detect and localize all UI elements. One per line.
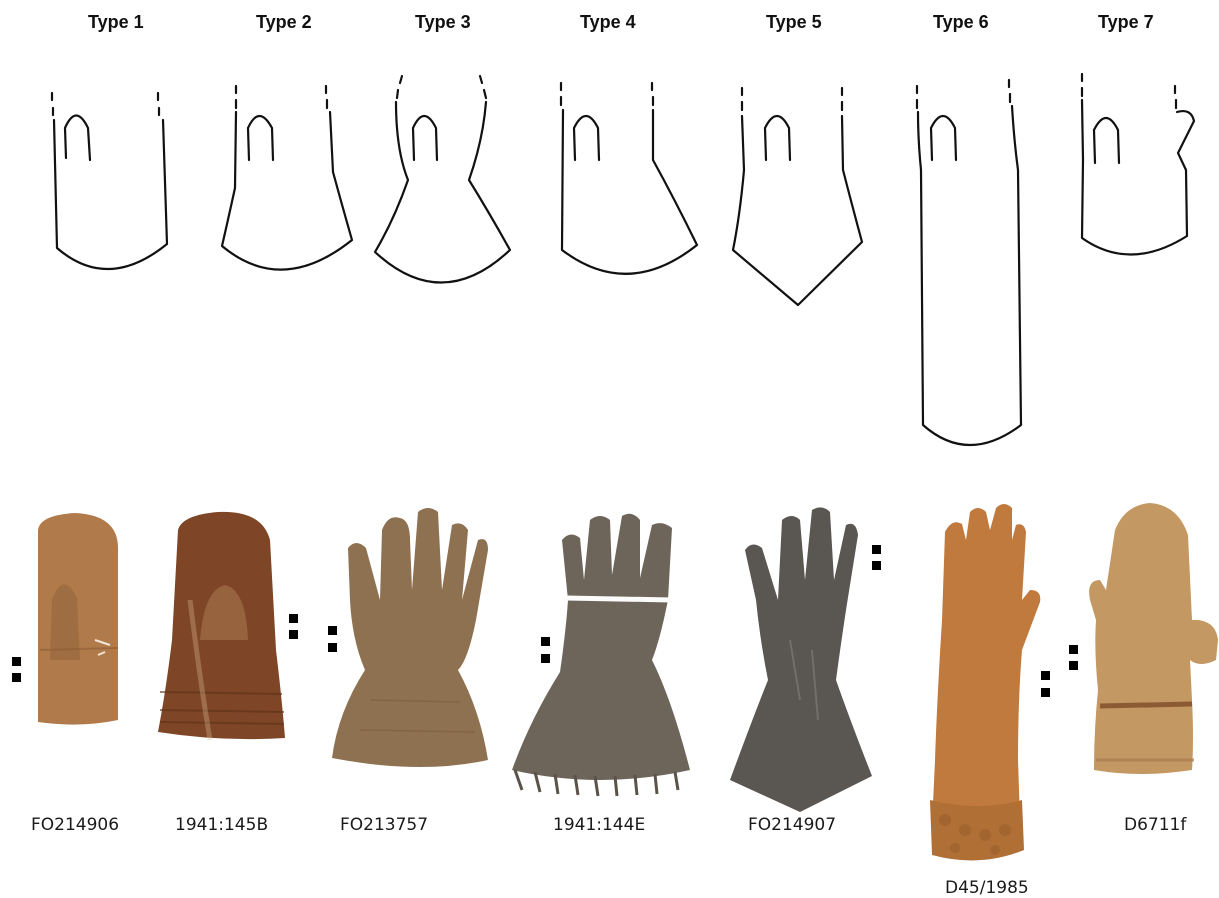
scale-marker bbox=[12, 657, 21, 682]
specimen-photo-1941-145b bbox=[158, 512, 285, 740]
specimen-photo-d45-1985 bbox=[930, 504, 1040, 860]
scale-marker bbox=[289, 614, 298, 639]
scale-marker bbox=[328, 626, 337, 652]
specimen-label-fo214906: FO214906 bbox=[31, 815, 119, 835]
specimen-photo-fo214906 bbox=[38, 513, 118, 725]
specimen-label-fo213757: FO213757 bbox=[340, 815, 428, 835]
specimen-photo-fo213757 bbox=[332, 508, 488, 767]
scale-marker bbox=[872, 545, 881, 570]
scale-marker bbox=[541, 637, 550, 663]
specimen-label-fo214907: FO214907 bbox=[748, 815, 836, 835]
specimen-label-1941-144e: 1941:144E bbox=[553, 815, 645, 835]
specimen-photo-fo214907 bbox=[730, 507, 872, 812]
specimen-photo-d6711f bbox=[1089, 503, 1218, 774]
specimen-label-1941-145b: 1941:145B bbox=[175, 815, 268, 835]
scale-marker bbox=[1041, 671, 1050, 697]
specimen-photo-1941-144e bbox=[512, 514, 690, 796]
scale-marker bbox=[1069, 645, 1078, 670]
specimen-label-d45-1985: D45/1985 bbox=[945, 878, 1029, 898]
specimen-label-d6711f: D6711f bbox=[1124, 815, 1186, 835]
